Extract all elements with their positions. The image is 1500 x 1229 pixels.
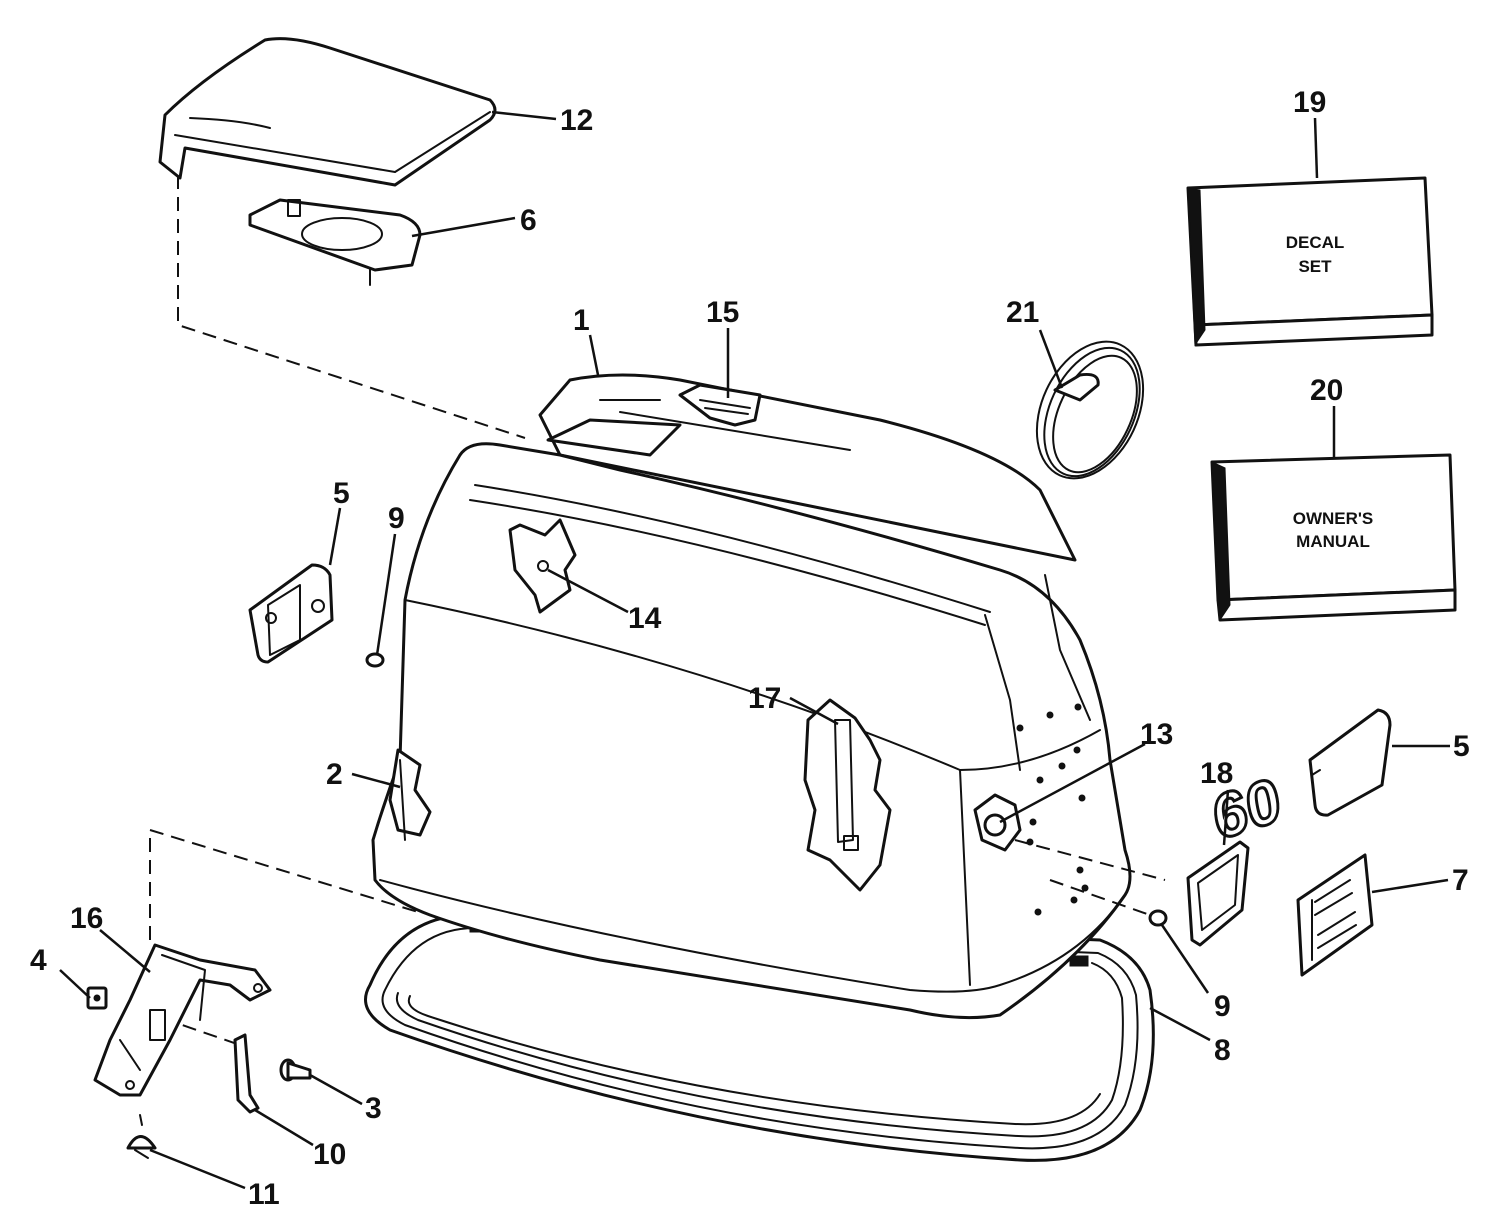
callout-2: 2	[326, 758, 343, 791]
callout-12: 12	[560, 104, 593, 137]
decal-patch-side	[508, 518, 577, 614]
screw-left	[365, 652, 385, 668]
callout-6: 6	[520, 204, 537, 237]
lanyard-cord	[1035, 340, 1145, 480]
callout-5-right: 5	[1453, 730, 1470, 763]
callout-18: 18	[1200, 757, 1233, 790]
stripe-decal	[1296, 853, 1374, 977]
callout-14: 14	[628, 602, 662, 635]
push-fastener	[126, 1114, 157, 1159]
callout-4: 4	[30, 944, 47, 977]
callout-9-right: 9	[1214, 990, 1231, 1023]
decal-set-box: DECAL SET	[1186, 176, 1434, 347]
decal-box-line2: SET	[1298, 257, 1332, 276]
hood-cap	[158, 37, 497, 187]
assembly-line-bracket	[149, 828, 419, 940]
emblem-left	[248, 563, 334, 664]
callout-11: 11	[248, 1178, 280, 1211]
assembly-line-hood	[177, 175, 526, 439]
callout-21: 21	[1006, 296, 1039, 329]
callout-numbers: 12 6 1 15 21 19 20 5 9 14 17 2 13 18 5 7…	[30, 86, 1470, 1211]
mounting-bracket	[93, 943, 272, 1097]
callout-7: 7	[1452, 864, 1469, 897]
callout-17: 17	[748, 682, 781, 715]
callout-16: 16	[70, 902, 103, 935]
callout-8: 8	[1214, 1034, 1231, 1067]
callout-19: 19	[1293, 86, 1326, 119]
callout-3: 3	[365, 1092, 382, 1125]
owners-manual-box: OWNER'S MANUAL	[1210, 453, 1457, 622]
screw-3	[279, 1058, 312, 1082]
manual-box-line1: OWNER'S	[1293, 509, 1374, 528]
callout-10: 10	[313, 1138, 346, 1171]
decal-box-line1: DECAL	[1286, 233, 1345, 252]
callout-13: 13	[1140, 718, 1173, 751]
access-plate	[1186, 840, 1250, 947]
retaining-strap	[233, 1033, 260, 1114]
callout-15: 15	[706, 296, 739, 329]
hp-badge: 60	[1207, 708, 1392, 856]
callout-9-left: 9	[388, 502, 405, 535]
callout-5-left: 5	[333, 477, 350, 510]
callout-1: 1	[573, 304, 590, 337]
latch-bracket-cutaway	[803, 698, 892, 892]
manual-box-line2: MANUAL	[1296, 532, 1370, 551]
callout-20: 20	[1310, 374, 1343, 407]
adapter-plate	[248, 198, 422, 286]
screw-right	[1148, 909, 1168, 927]
leader-lines	[59, 110, 1450, 1190]
decal-patch-top	[678, 383, 762, 427]
